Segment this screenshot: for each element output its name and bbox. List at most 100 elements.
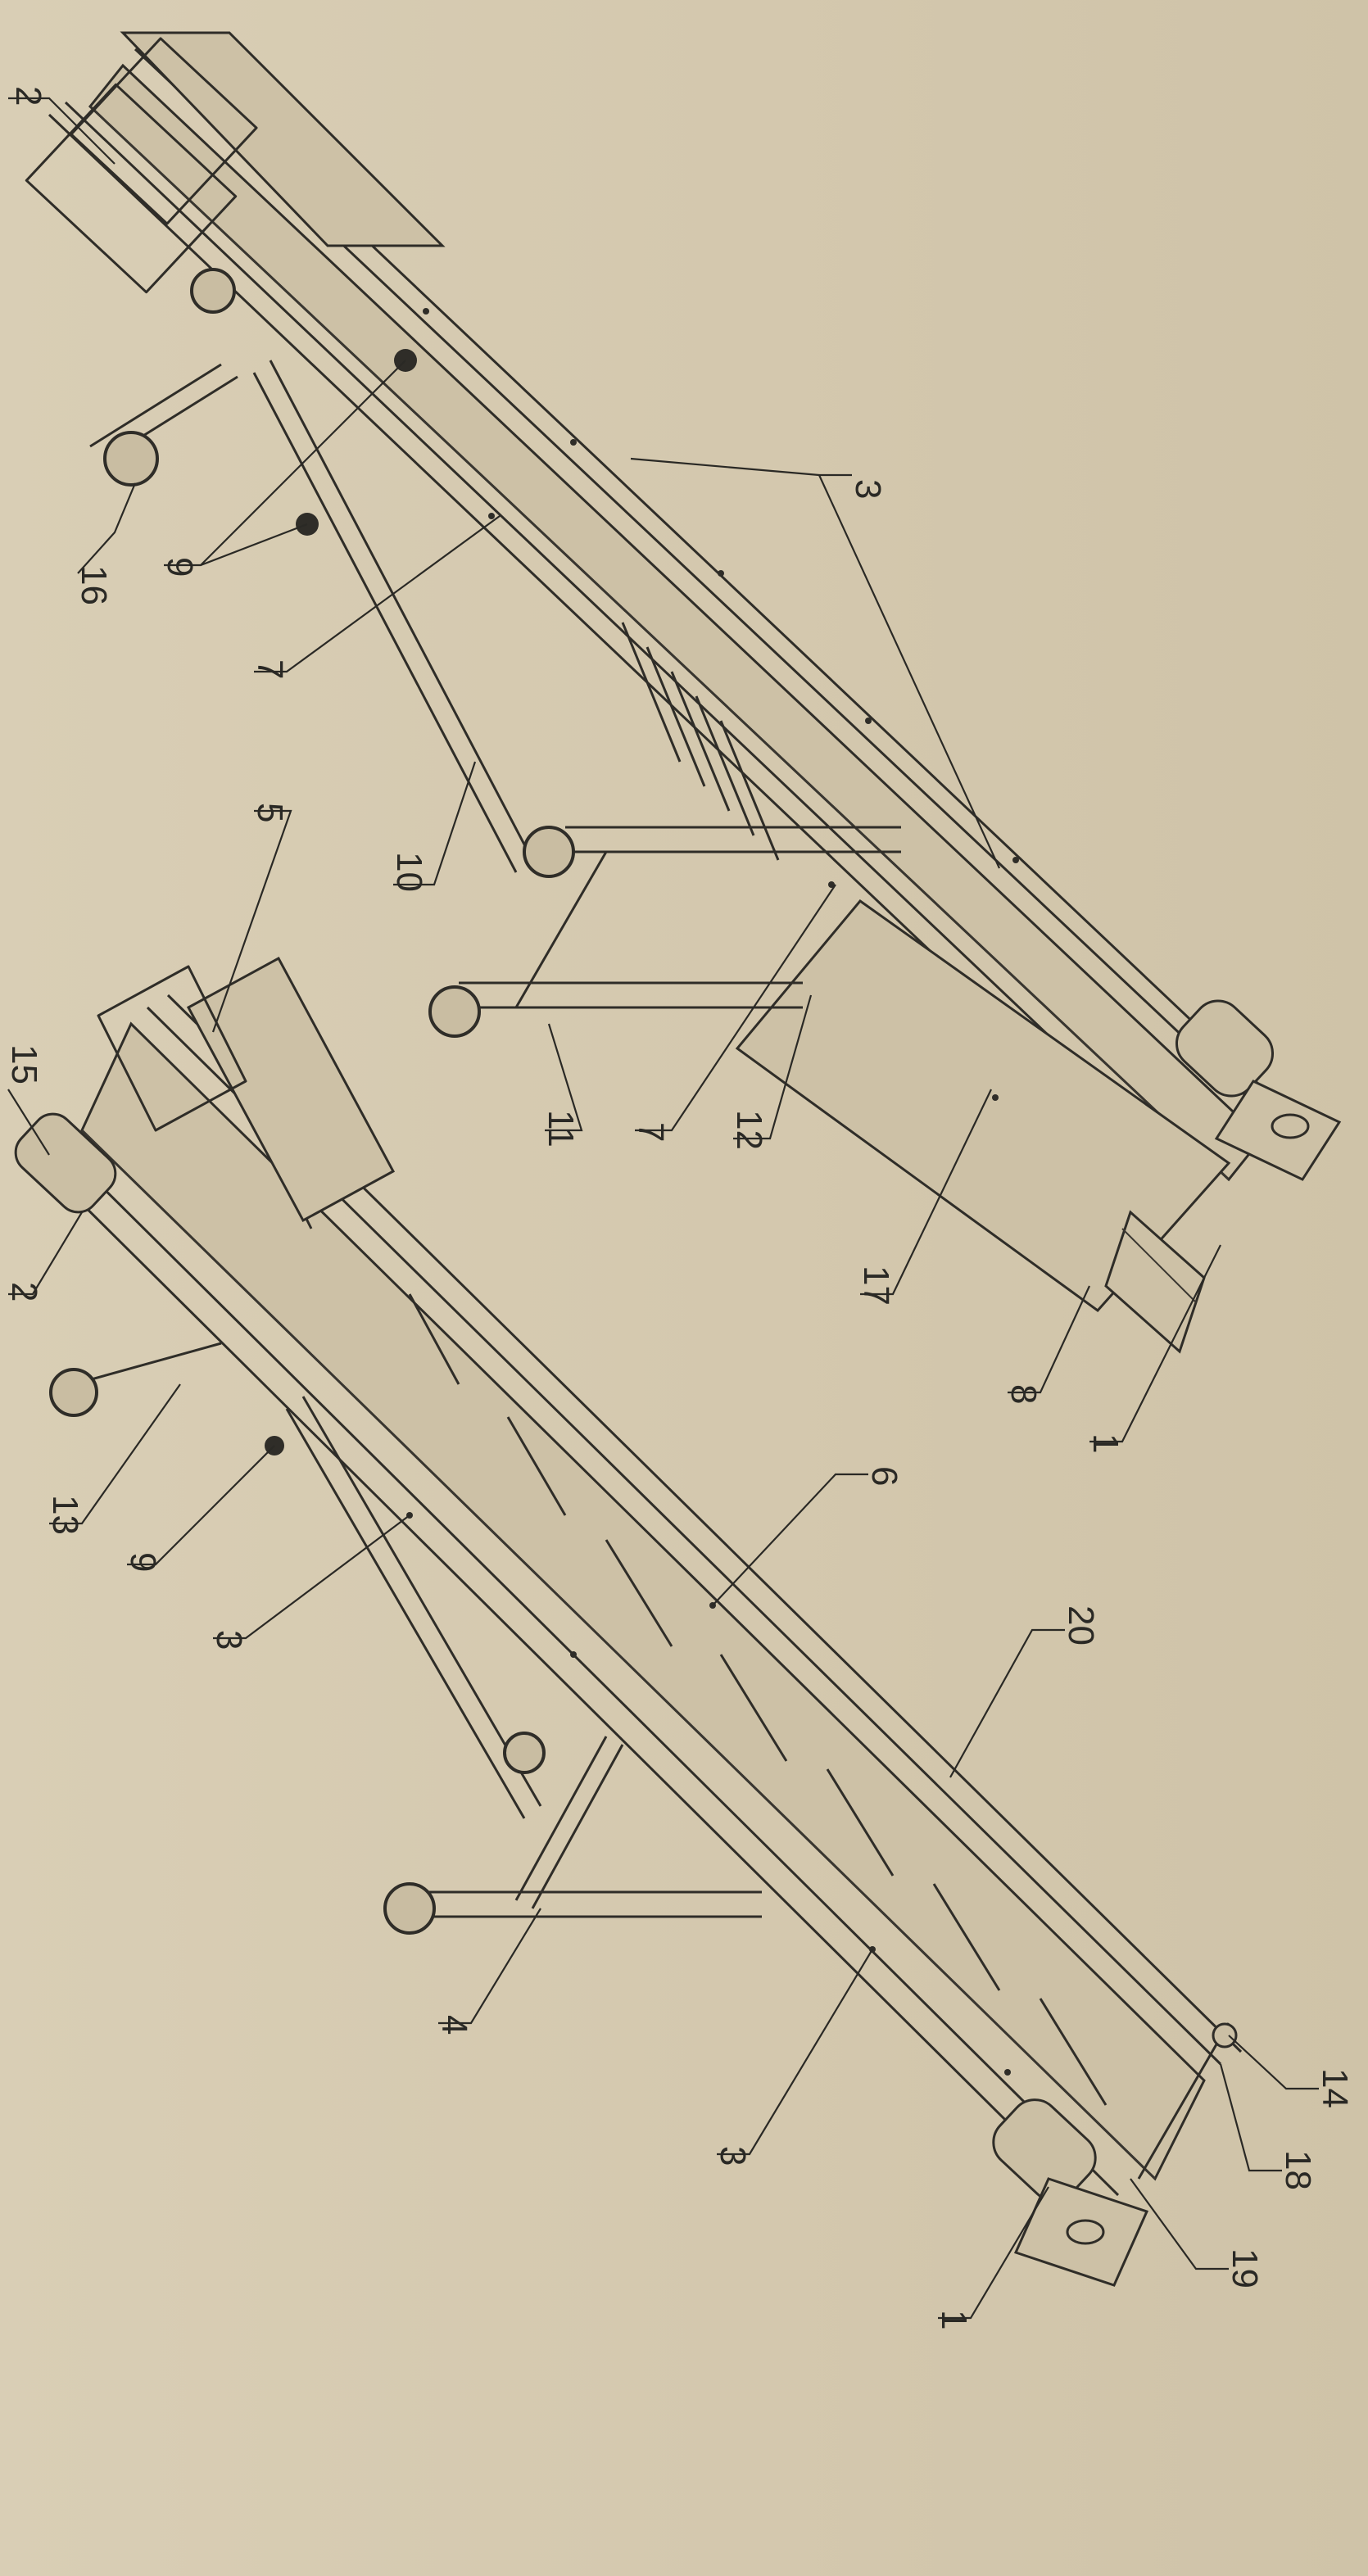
upper-caster-wheel — [103, 431, 159, 487]
lower-slat — [408, 1293, 460, 1385]
lower-drive-drum — [992, 2098, 1097, 2202]
leader-5 — [211, 809, 292, 1033]
leader-6 — [712, 1473, 868, 1606]
upper-head-bracket — [1104, 1210, 1206, 1354]
lower-slat — [1039, 1998, 1108, 2106]
upper-diagonal-strut — [269, 360, 534, 861]
callout-11: 11 — [541, 1110, 581, 1148]
lower-slat — [719, 1654, 788, 1762]
leader-14 — [1228, 2035, 1319, 2090]
callout-5: 5 — [250, 803, 290, 822]
callout-7-right: 7 — [631, 1122, 671, 1142]
lower-caster-wheel — [503, 1732, 546, 1774]
upper-drive-drum — [1175, 999, 1275, 1098]
lower-diagonal-strut — [301, 1396, 542, 1807]
leader-20 — [949, 1628, 1065, 1778]
callout-10: 10 — [389, 852, 429, 892]
lower-motor-eye-icon — [1066, 2219, 1105, 2245]
leader-13 — [49, 1383, 181, 1525]
lower-bottom-beam-edge — [60, 1145, 1120, 2197]
lower-belt-edge — [81, 1130, 1156, 2180]
leader-2b — [8, 1211, 83, 1296]
callout-1-lower: 1 — [934, 2310, 974, 2329]
lower-bottom-beam — [39, 1161, 1099, 2213]
upper-leg-diagonal — [514, 851, 608, 1008]
bolt — [570, 439, 577, 446]
upper-caster-wheel — [428, 985, 481, 1038]
callout-6: 6 — [864, 1466, 904, 1486]
leader-3c — [717, 1949, 873, 2156]
upper-slat — [670, 671, 731, 812]
callout-20: 20 — [1061, 1605, 1101, 1646]
upper-tail-frame — [25, 83, 238, 294]
upper-conveyor — [25, 31, 1342, 1354]
leader-1b — [938, 2186, 1049, 2320]
upper-slat — [621, 622, 682, 763]
leader-12 — [733, 994, 813, 1140]
leader-2a — [8, 97, 116, 165]
upper-head-bracket-edge — [1121, 1228, 1197, 1303]
lower-leg-diagonal — [531, 1744, 624, 1909]
lower-end-shaft — [1137, 2022, 1230, 2180]
callout-9-upper: 9 — [160, 557, 200, 577]
lower-motor-housing — [1013, 2177, 1149, 2287]
bolt — [828, 881, 835, 888]
lower-hopper-side — [97, 965, 247, 1132]
upper-slat — [645, 646, 706, 787]
upper-leg-brace — [89, 363, 222, 448]
callout-7-upper: 7 — [250, 659, 290, 679]
lower-hopper — [186, 956, 396, 1223]
callout-17: 17 — [856, 1265, 896, 1306]
leader-4 — [438, 1908, 541, 2025]
callout-18: 18 — [1278, 2150, 1318, 2190]
bolt — [718, 570, 724, 577]
leader-3a-2 — [818, 474, 1000, 869]
lower-diagonal-strut — [285, 1408, 526, 1819]
lower-caster-wheel — [383, 1882, 436, 1935]
callout-15: 15 — [4, 1044, 44, 1084]
lower-leg-brace — [73, 1342, 222, 1386]
callout-3-right: 3 — [713, 2146, 753, 2166]
leader-3b — [213, 1514, 410, 1640]
bolt — [423, 308, 429, 315]
upper-caster-wheel — [190, 268, 236, 314]
upper-motor-eye-icon — [1271, 1113, 1310, 1139]
upper-slat — [719, 720, 780, 861]
leader-9a-2 — [200, 523, 308, 567]
upper-caster-wheel — [523, 826, 575, 878]
lower-caster-wheel — [49, 1368, 98, 1417]
upper-tail-frame-inner — [70, 37, 258, 225]
lower-tail-drum — [14, 1112, 117, 1214]
leader-19 — [1130, 2178, 1229, 2270]
callout-8: 8 — [1003, 1384, 1044, 1404]
callout-2-top: 2 — [8, 86, 48, 106]
upper-slat — [695, 695, 755, 836]
lower-slat — [506, 1416, 567, 1516]
leader-18 — [1219, 2063, 1282, 2172]
leader-11 — [545, 1023, 583, 1132]
leader-lines — [7, 97, 1319, 2320]
bolt — [992, 1094, 999, 1101]
lower-slat — [932, 1883, 1001, 1991]
bolt — [1004, 2069, 1011, 2076]
lower-slat — [826, 1768, 895, 1877]
callout-12: 12 — [729, 1110, 769, 1150]
callout-9-lower: 9 — [123, 1552, 163, 1572]
leader-15 — [7, 1089, 50, 1156]
callout-19: 19 — [1225, 2248, 1265, 2289]
callout-2-lower: 2 — [4, 1282, 44, 1302]
lower-slat — [605, 1539, 673, 1647]
leader-7a — [254, 515, 501, 673]
callout-13: 13 — [45, 1495, 85, 1535]
bolt — [865, 718, 872, 724]
lower-leg-diagonal — [514, 1736, 608, 1901]
bolt — [570, 1651, 577, 1658]
upper-bottom-beam-edge — [64, 101, 1198, 1177]
lower-conveyor — [14, 956, 1243, 2287]
leader-9b — [127, 1445, 275, 1566]
leader-16 — [77, 482, 137, 574]
callout-3-left: 3 — [209, 1630, 249, 1650]
upper-motor-housing — [1214, 1080, 1342, 1181]
